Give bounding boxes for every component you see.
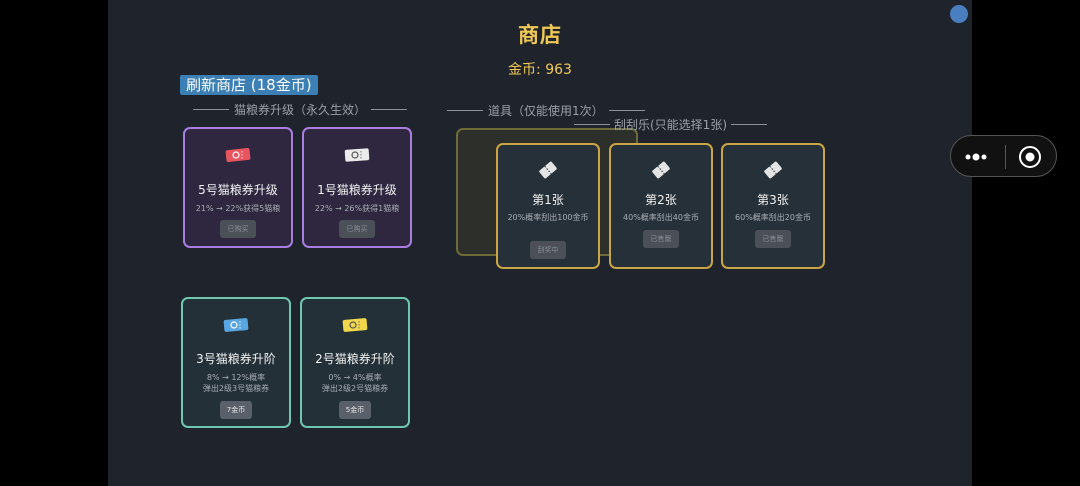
section-title: 刮刮乐(只能选择1张): [614, 118, 727, 132]
floating-ball-button[interactable]: [950, 5, 968, 23]
card-title: 第1张: [532, 193, 564, 207]
card-description: 21% → 22%获得5猫粮: [195, 204, 281, 213]
card-title: 第2张: [645, 193, 677, 207]
section-header-items: 道具（仅能使用1次）: [447, 102, 645, 119]
section-header-scratch: 刮刮乐(只能选择1张): [574, 116, 767, 133]
card-description: 22% → 26%获得1猫粮: [314, 204, 400, 213]
section-title: 猫粮券升级（永久生效）: [234, 103, 367, 117]
upgrade-card-5[interactable]: 5号猫粮券升级 21% → 22%获得5猫粮 已购买: [183, 127, 293, 248]
section-title: 道具（仅能使用1次）: [488, 104, 604, 118]
buy-button[interactable]: 7金币: [220, 401, 252, 419]
divider: [371, 109, 408, 110]
capsule-divider: [1005, 145, 1006, 169]
refresh-shop-button[interactable]: 刷新商店 (18金币): [180, 75, 318, 95]
card-description: 60%概率刮出20金币: [735, 213, 811, 222]
close-miniprogram-icon[interactable]: [1018, 145, 1042, 173]
upgrade-card-1[interactable]: 1号猫粮券升级 22% → 26%获得1猫粮 已购买: [302, 127, 412, 248]
card-description-line2: 弹出2级3号猫粮券: [202, 384, 270, 393]
divider: [574, 124, 610, 125]
more-options-icon[interactable]: [963, 148, 991, 170]
scratch-ticket-icon: [498, 159, 598, 181]
divider: [447, 110, 483, 111]
purchased-button[interactable]: 已购买: [220, 220, 256, 238]
ticket-icon: [183, 317, 289, 333]
card-title: 5号猫粮券升级: [198, 183, 278, 197]
divider: [193, 109, 229, 110]
card-title: 3号猫粮券升阶: [196, 352, 276, 366]
ticket-icon: [185, 147, 291, 163]
sold-out-button[interactable]: 已售罄: [755, 230, 791, 248]
shop-panel: 商店 金币: 963 刷新商店 (18金币) 猫粮券升级（永久生效） 道具（仅能…: [108, 0, 972, 486]
card-description: 20%概率刮出100金币: [507, 213, 589, 222]
scratch-ticket-icon: [723, 159, 823, 181]
card-title: 第3张: [757, 193, 789, 207]
ticket-icon: [302, 317, 408, 333]
miniprogram-capsule: [950, 135, 1057, 177]
scratching-button[interactable]: 刮奖中: [530, 241, 566, 259]
card-description: 40%概率刮出40金币: [623, 213, 699, 222]
scratch-ticket-icon: [611, 159, 711, 181]
divider: [731, 124, 767, 125]
page-title: 商店: [518, 23, 562, 47]
scratch-card-2[interactable]: 第2张 40%概率刮出40金币 已售罄: [609, 143, 713, 269]
coin-balance: 金币: 963: [508, 62, 572, 78]
buy-button[interactable]: 5金币: [339, 401, 371, 419]
scratch-card-3[interactable]: 第3张 60%概率刮出20金币 已售罄: [721, 143, 825, 269]
divider: [608, 110, 645, 111]
card-description-line2: 弹出2级2号猫粮券: [321, 384, 389, 393]
ticket-icon: [304, 147, 410, 163]
purchased-button[interactable]: 已购买: [339, 220, 375, 238]
card-description-line1: 0% → 4%概率: [328, 373, 382, 382]
advance-card-2[interactable]: 2号猫粮券升阶 0% → 4%概率 弹出2级2号猫粮券 5金币: [300, 297, 410, 428]
section-header-upgrade: 猫粮券升级（永久生效）: [193, 101, 408, 118]
sold-out-button[interactable]: 已售罄: [643, 230, 679, 248]
advance-card-3[interactable]: 3号猫粮券升阶 8% → 12%概率 弹出2级3号猫粮券 7金币: [181, 297, 291, 428]
scratch-card-1[interactable]: 第1张 20%概率刮出100金币 刮奖中: [496, 143, 600, 269]
card-title: 1号猫粮券升级: [317, 183, 397, 197]
card-title: 2号猫粮券升阶: [315, 352, 395, 366]
card-description-line1: 8% → 12%概率: [206, 373, 266, 382]
